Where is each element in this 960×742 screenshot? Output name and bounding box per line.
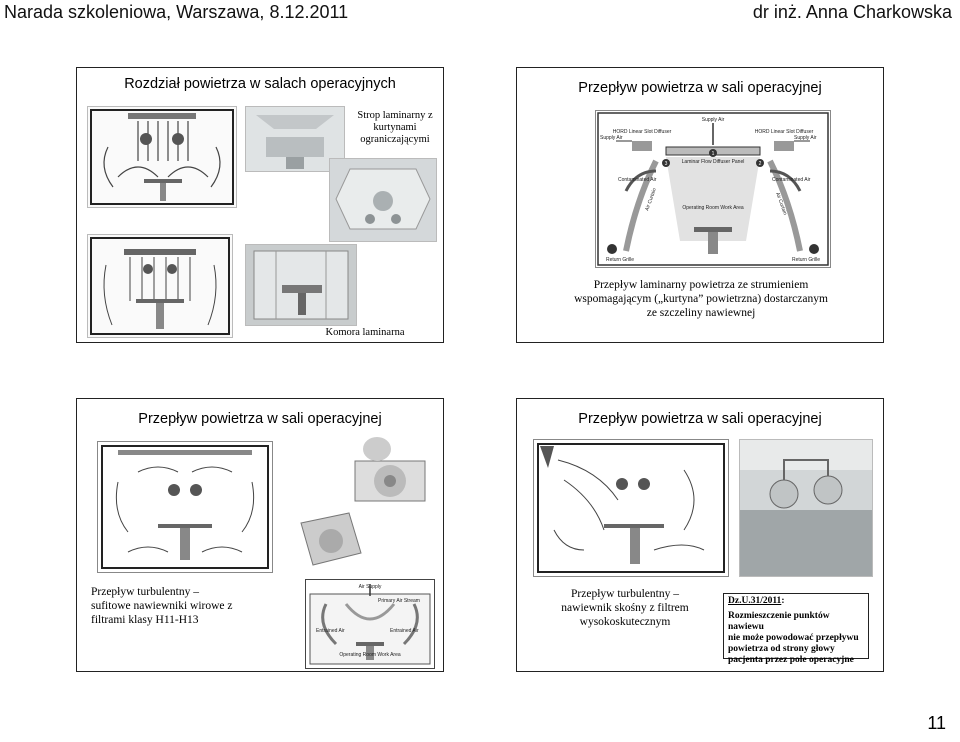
- caption-line-1: Przepływ turbulentny –: [571, 588, 679, 600]
- caption-line-2: sufitowe nawiewniki wirowe z: [91, 600, 233, 612]
- regulation-line-4: pacjenta przez pole operacyjne: [728, 655, 854, 665]
- turbulent-ceiling-diagram: [97, 441, 273, 573]
- swirl-diffuser-photo: [347, 431, 433, 511]
- laminar-curtain-diagram: Supply Air Supply Air Supply Air HORD Li…: [595, 110, 831, 268]
- label-supply-air-left: Supply Air: [600, 135, 623, 141]
- caption-top-line-2: kurtynami: [373, 122, 417, 133]
- header-author: dr inż. Anna Charkowska: [752, 2, 952, 22]
- caption-line-1: Przepływ laminarny powietrza ze strumien…: [593, 279, 809, 291]
- page-number: 11: [927, 713, 946, 733]
- caption-top-line-3: ograniczającymi: [360, 134, 430, 145]
- caption-top-line-1: Strop laminarny z: [357, 110, 433, 121]
- caption-line-3: filtrami klasy H11-H13: [91, 614, 199, 626]
- slide-3-caption: Przepływ turbulentny – sufitowe nawiewni…: [91, 585, 281, 627]
- label-diffuser-right: HORD Linear Slot Diffuser: [755, 129, 814, 135]
- caption-line-3: wysokoskutecznym: [579, 616, 671, 628]
- regulation-ref-suffix: :: [781, 596, 785, 606]
- regulation-box: Dz.U.31/2011: Rozmieszczenie punktów naw…: [723, 593, 869, 665]
- laminar-chamber-photo: [245, 244, 357, 326]
- slide-1-caption-top: Strop laminarny z kurtynami ograniczając…: [349, 110, 441, 146]
- operating-room-photo: [245, 106, 345, 172]
- laminar-room-diagram: [87, 234, 233, 338]
- label-panel: Laminar Flow Diffuser Panel: [682, 159, 745, 165]
- caption-line-2: nawiewnik skośny z filtrem: [561, 602, 689, 614]
- regulation-line-3: powietrza od strony głowy: [728, 644, 835, 654]
- caption-line-1: Przepływ turbulentny –: [91, 586, 199, 598]
- slide-1-caption-bottom: Komora laminarna: [325, 327, 405, 338]
- label-entrained-left: Entrained Air: [316, 628, 345, 634]
- regulation-line-2: nie może powodować przepływu: [728, 633, 859, 643]
- caption-line-3: ze szczeliny nawiewnej: [646, 307, 756, 319]
- turbulent-flow-diagram: Air Supply Primary Air Stream Entrained …: [305, 579, 435, 669]
- label-entrained-right: Entrained Air: [390, 628, 419, 634]
- slide-4-title: Przepływ powietrza w sali operacyjnej: [578, 411, 822, 427]
- slide-2-title: Przepływ powietrza w sali operacyjnej: [578, 80, 822, 96]
- label-contaminated-right: Contaminated Air: [772, 177, 811, 183]
- label-n3: 3: [665, 161, 668, 167]
- label-air-supply: Air Supply: [359, 584, 382, 590]
- label-n2: 2: [759, 161, 762, 167]
- label-supply-air-right: Supply Air: [794, 135, 817, 141]
- slide-4: Przepływ powietrza w sali operacyjnej P: [516, 398, 884, 672]
- header-event: Narada szkoleniowa, Warszawa, 8.12.2011: [4, 2, 349, 22]
- caption-line-2: wspomagającym („kurtyna” powietrzna) dos…: [574, 293, 828, 305]
- slide-1: Rozdział powietrza w salach operacyjnych…: [76, 67, 444, 343]
- laminar-ceiling-diagram: [87, 106, 237, 208]
- label-contaminated-left: Contaminated Air: [618, 177, 657, 183]
- slide-3-title: Przepływ powietrza w sali operacyjnej: [138, 411, 382, 427]
- label-diffuser-left: HORD Linear Slot Diffuser: [613, 129, 672, 135]
- label-n1: 1: [712, 151, 715, 157]
- slide-4-caption: Przepływ turbulentny – nawiewnik skośny …: [531, 587, 719, 629]
- label-work-area: Operating Room Work Area: [339, 652, 401, 658]
- regulation-ref-line: Dz.U.31/2011:: [728, 596, 864, 607]
- slide-3: Przepływ powietrza w sali operacyjnej: [76, 398, 444, 672]
- oblique-diffuser-diagram: [533, 439, 729, 577]
- slide-1-title: Rozdział powietrza w salach operacyjnych: [124, 76, 396, 92]
- oblique-diffuser-photo: [739, 439, 873, 577]
- regulation-line-1: Rozmieszczenie punktów nawiewu: [728, 611, 830, 632]
- slide-2-caption: Przepływ laminarny powietrza ze strumien…: [527, 278, 875, 320]
- slide-2: Przepływ powietrza w sali operacyjnej Su…: [516, 67, 884, 343]
- label-return-right: Return Grille: [792, 257, 820, 263]
- regulation-ref: Dz.U.31/2011: [728, 596, 782, 606]
- label-operating-area: Operating Room Work Area: [682, 205, 744, 211]
- label-supply-air-top: Supply Air: [702, 117, 725, 123]
- label-return-left: Return Grille: [606, 257, 634, 263]
- laminar-ceiling-photo: [329, 158, 437, 242]
- swirl-diffuser-box-photo: [291, 503, 365, 583]
- label-primary-stream: Primary Air Stream: [378, 598, 420, 604]
